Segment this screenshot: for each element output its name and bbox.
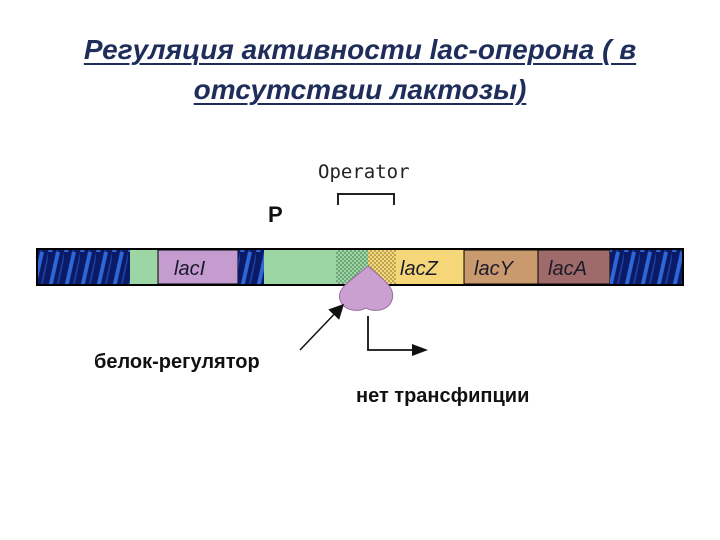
dna-segment-left bbox=[38, 250, 130, 284]
spacer-left bbox=[130, 250, 158, 284]
operator-label: Operator bbox=[318, 161, 410, 183]
promoter-region bbox=[264, 250, 336, 284]
title-line-1: Регуляция активности lac-оперона ( в bbox=[83, 34, 637, 65]
no-transcription-label: нет трансфипции bbox=[356, 385, 529, 407]
operator-bracket bbox=[337, 193, 395, 205]
regulator-label: белок-регулятор bbox=[94, 351, 260, 373]
gene-laci-label: lacI bbox=[174, 258, 206, 280]
gene-lacy bbox=[463, 249, 539, 285]
dna-segment-middle bbox=[238, 250, 264, 284]
gene-laca-label: lacA bbox=[548, 258, 587, 280]
gene-lacy-label: lacY bbox=[474, 258, 515, 280]
transcription-arrowhead bbox=[412, 344, 428, 356]
gene-lacz bbox=[396, 250, 464, 284]
title-line-2: отсутствии лактозы) bbox=[193, 74, 527, 105]
transcription-line bbox=[367, 316, 418, 351]
gene-lacz-label: lacZ bbox=[400, 258, 439, 280]
promoter-label: P bbox=[268, 202, 283, 227]
regulator-pointer-arrow bbox=[299, 303, 345, 351]
slide-title: Регуляция активности lac-оперона ( в отс… bbox=[20, 30, 700, 110]
repressor-protein bbox=[338, 265, 394, 311]
dna-segment-right bbox=[610, 250, 682, 284]
